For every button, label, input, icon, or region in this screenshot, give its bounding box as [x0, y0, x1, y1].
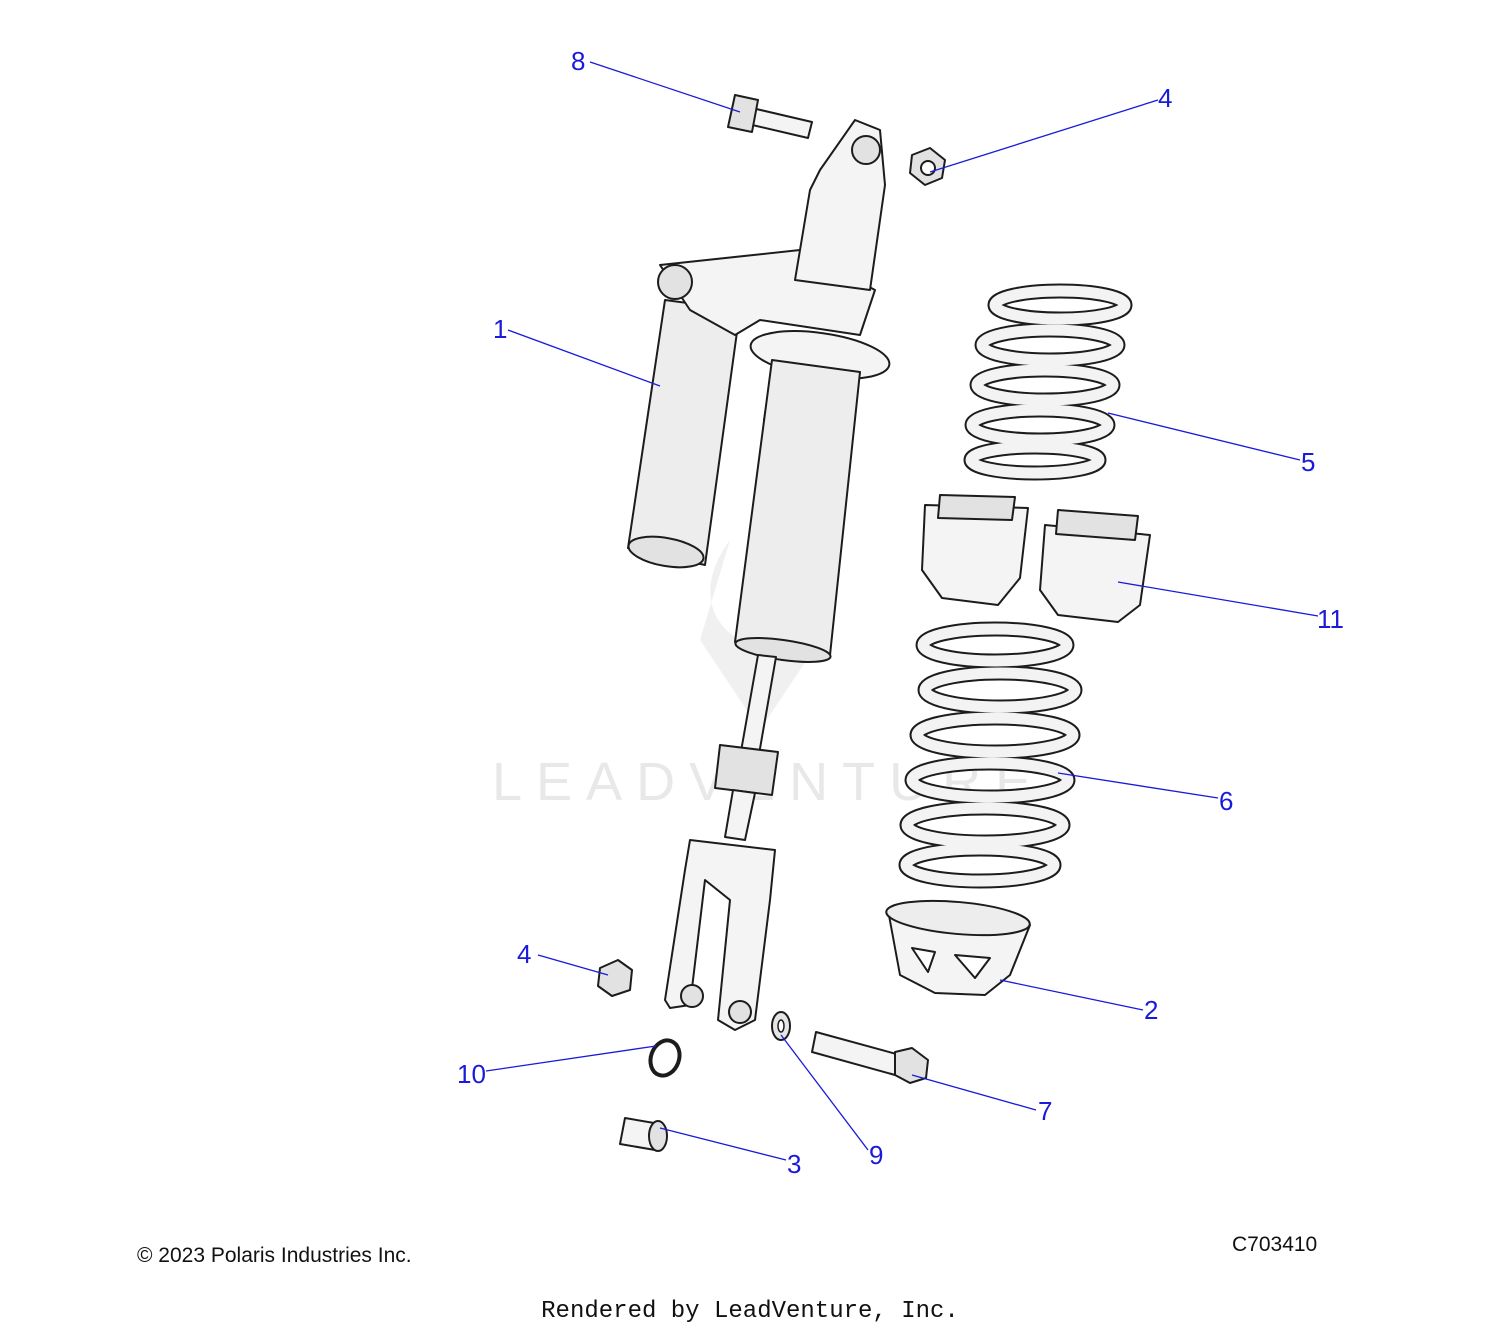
leader-10	[485, 1045, 657, 1072]
washer	[771, 1011, 791, 1041]
callout-3: 3	[787, 1149, 801, 1179]
callout-2: 2	[1144, 995, 1158, 1025]
leader-4-upper	[929, 99, 1159, 173]
bushing	[619, 1117, 668, 1152]
leader-3	[659, 1127, 787, 1161]
callout-labels: 1 2 3 4 4 5 6 7 8 9 10 11	[457, 46, 1344, 1179]
upper-bolt	[727, 94, 813, 139]
callout-10: 10	[457, 1059, 486, 1089]
callout-4-upper: 4	[1158, 83, 1172, 113]
spring-retainer	[885, 899, 1031, 996]
upper-spring	[963, 283, 1133, 481]
callout-1: 1	[493, 314, 507, 344]
callout-5: 5	[1301, 447, 1315, 477]
leader-lines	[485, 61, 1319, 1161]
callout-7: 7	[1038, 1096, 1052, 1126]
leader-11	[1117, 581, 1319, 617]
callout-9: 9	[869, 1140, 883, 1170]
callout-11: 11	[1317, 604, 1344, 634]
callout-4-lower: 4	[517, 939, 531, 969]
leader-8	[589, 61, 741, 113]
lower-bolt	[811, 1031, 929, 1084]
callout-6: 6	[1219, 786, 1233, 816]
leader-1	[507, 329, 661, 387]
retaining-ring	[648, 1038, 682, 1078]
leader-9	[780, 1034, 869, 1151]
leader-5	[1107, 412, 1301, 461]
nut-lower	[597, 959, 633, 997]
callout-8: 8	[571, 46, 585, 76]
leader-4-lower	[537, 954, 609, 976]
crossover-rings	[921, 494, 1151, 623]
leader-2	[999, 979, 1144, 1011]
diagram-code: C703410	[1232, 1233, 1318, 1256]
shock-absorber	[627, 119, 891, 1031]
leader-6	[1057, 772, 1219, 799]
leader-7	[911, 1074, 1037, 1111]
copyright-text: © 2023 Polaris Industries Inc.	[137, 1244, 412, 1267]
lower-spring	[898, 621, 1083, 889]
render-credit: Rendered by LeadVenture, Inc.	[541, 1298, 959, 1325]
nut-upper	[909, 147, 946, 186]
